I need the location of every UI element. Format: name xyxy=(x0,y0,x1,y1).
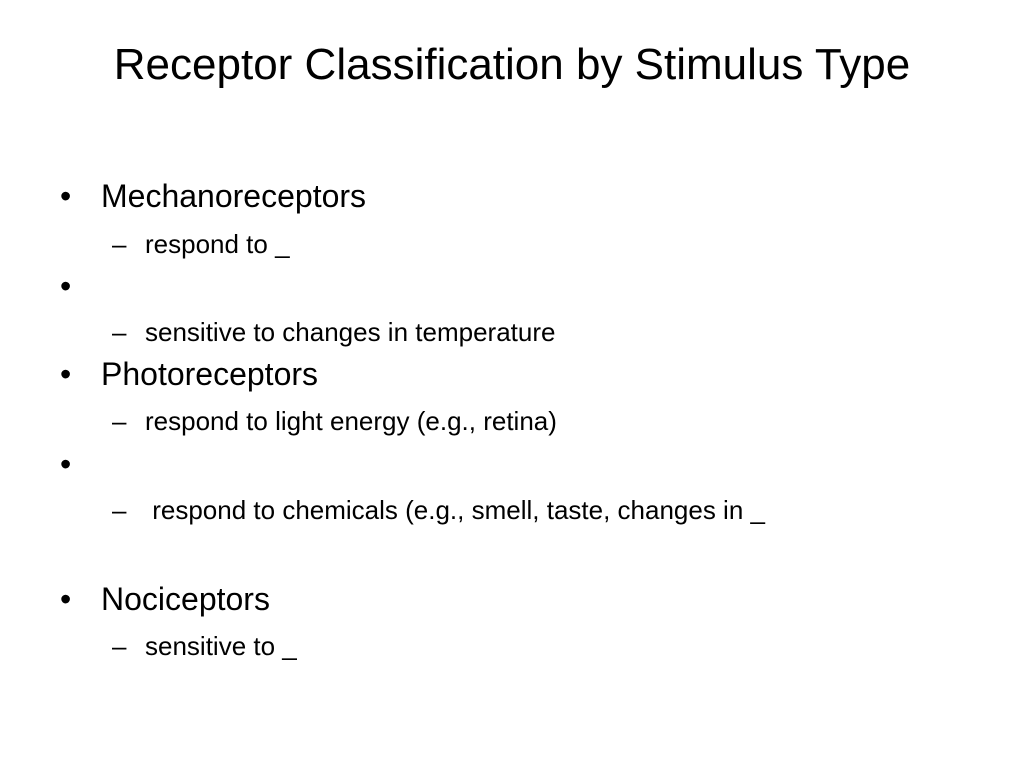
sub-bullet-marker: – xyxy=(112,406,127,436)
bullet-label: Mechanoreceptors xyxy=(101,178,367,214)
sub-bullet-marker: – xyxy=(112,229,127,259)
sub-bullet-text: sensitive to _ xyxy=(145,631,297,661)
sub-bullet-marker: – xyxy=(112,631,127,661)
sub-bullet-text: sensitive to changes in temperature xyxy=(145,317,556,347)
bullet-label: Photoreceptors xyxy=(101,356,319,392)
sub-bullet-marker: – xyxy=(112,317,127,347)
bullet-marker: • xyxy=(60,356,72,392)
sub-bullet-marker: – xyxy=(112,495,127,525)
bullet-marker: • xyxy=(60,581,72,617)
bullet-label: Nociceptors xyxy=(101,581,270,617)
slide-title: Receptor Classification by Stimulus Type xyxy=(113,40,911,89)
sub-bullet-text: respond to _ xyxy=(145,229,290,259)
bullet-marker: • xyxy=(60,446,72,482)
sub-bullet-text: respond to light energy (e.g., retina) xyxy=(145,406,557,436)
sub-bullet-text: respond to chemicals (e.g., smell, taste… xyxy=(145,495,765,525)
bullet-marker: • xyxy=(60,178,72,214)
bullet-marker: • xyxy=(60,268,72,304)
